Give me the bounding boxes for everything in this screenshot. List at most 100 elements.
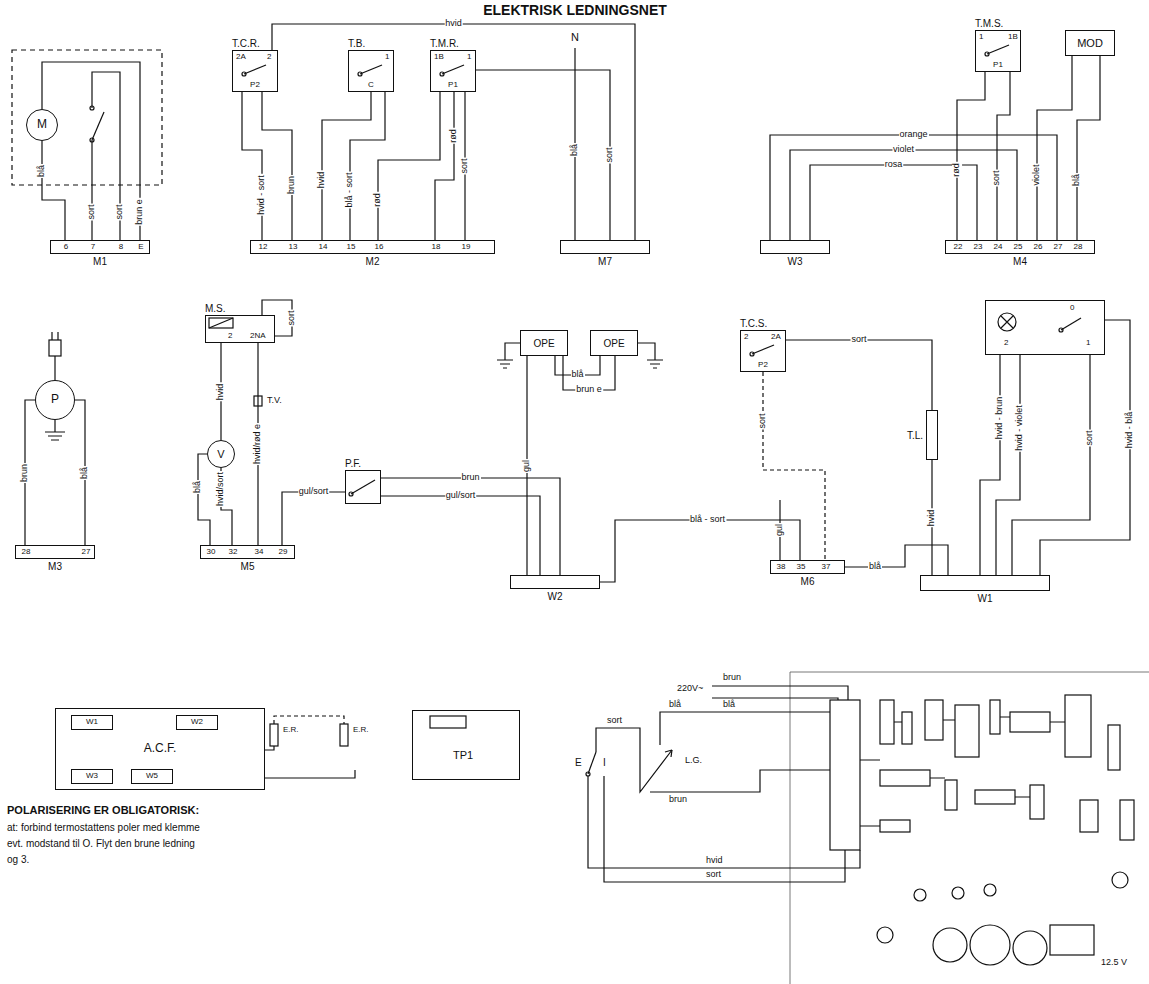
board-component (1120, 800, 1134, 840)
wire-color-label: sort (287, 309, 297, 326)
wire (980, 355, 1000, 575)
board-box: TP1 (412, 710, 520, 780)
wire (996, 355, 1020, 575)
wire (1037, 56, 1072, 240)
switch-contact (358, 72, 362, 76)
board-component (1030, 785, 1044, 819)
wire (650, 770, 830, 792)
wire-color-label: blå (193, 480, 203, 494)
wire-color-label: gul (522, 458, 532, 472)
wire (997, 72, 1010, 240)
pin-number: 22 (954, 243, 963, 252)
part-name: L.G. (684, 756, 703, 766)
wire-color-label: gul/sort (298, 487, 330, 497)
pin-number: 28 (22, 548, 31, 557)
wire-color-label: hvid/sort (216, 471, 226, 507)
note-text: evt. modstand til O. Flyt den brune ledn… (6, 838, 196, 849)
socket-box: W1 (71, 715, 113, 730)
part-name: M3 (48, 561, 62, 572)
ground-symbol (497, 343, 520, 368)
wire (378, 92, 440, 240)
wire-color-label: sort (115, 203, 125, 220)
wire (786, 340, 932, 410)
wire-color-label: blå (1072, 173, 1082, 187)
arrow-head (665, 750, 672, 757)
voltage-label: 220V~ (676, 684, 704, 694)
transformer-symbol (1050, 925, 1094, 955)
thermostat-switch: T.M.S.11BP1 (975, 30, 1021, 72)
voltage-label: 12.5 V (1100, 958, 1128, 968)
pin-number: 6 (64, 243, 68, 252)
wire-color-label: rød (449, 128, 459, 144)
wire (588, 776, 860, 868)
terminal-mark: 1 (385, 53, 389, 62)
wire-color-label: hvid - sort (257, 174, 267, 216)
wire-color-label: hvid/rød e (253, 423, 263, 465)
switch-blade (588, 752, 596, 774)
wire-color-label: violet (892, 145, 915, 155)
wire (91, 140, 92, 240)
socket-box: W5 (131, 769, 173, 784)
wire (381, 496, 540, 575)
wire (381, 478, 560, 575)
terminal-block: M7 (560, 240, 650, 254)
node-label: A.C.F. (144, 742, 177, 755)
diagram-title: ELEKTRISK LEDNINGSNET (483, 2, 667, 18)
pin-number: 12 (259, 243, 268, 252)
wire (242, 92, 262, 240)
terminal-mark: 2A (771, 333, 781, 342)
switch-blade (92, 112, 104, 140)
part-name: M7 (598, 256, 612, 267)
note-text: at: forbind termostattens poler med klem… (6, 822, 201, 833)
part-name: M5 (241, 561, 255, 572)
relay-coil (209, 318, 233, 328)
wire-color-label: brun (287, 175, 297, 195)
terminal-mark: P1 (993, 61, 1003, 70)
wire-color-label: gul (775, 523, 785, 537)
terminal-mark: 2 (228, 332, 232, 341)
wire-color-label: hvid (216, 382, 226, 401)
relay-symbol (970, 925, 1010, 965)
wire (770, 135, 1057, 240)
wire-color-label: sort (460, 157, 470, 174)
terminal-mark: P2 (250, 81, 260, 90)
pin-number: 27 (1054, 243, 1063, 252)
wire-color-label: rød (373, 192, 383, 208)
node-label: P (51, 393, 59, 406)
wire (1040, 320, 1130, 575)
wire (350, 92, 385, 240)
electrode-box: OPE (520, 330, 568, 356)
terminal-block: M422232425262728 (945, 240, 1095, 254)
node-label: OPE (603, 338, 624, 349)
motor-symbol: M (26, 109, 58, 141)
electrode-box: OPE (590, 330, 638, 356)
board-component (902, 712, 912, 744)
wire (790, 150, 1017, 240)
wire-color-label: hvid (444, 19, 463, 29)
wire-color-label: blå (37, 163, 47, 177)
wire (604, 776, 845, 882)
switch-blade (360, 65, 382, 74)
relay-symbol (1013, 931, 1047, 965)
socket-box: W2 (176, 715, 218, 730)
terminal-mark: 1 (979, 33, 983, 42)
pin-number: 25 (1014, 243, 1023, 252)
wire-color-label: sort (1085, 429, 1095, 446)
board-component (955, 705, 979, 757)
pin-number: 24 (994, 243, 1003, 252)
pin-number: 34 (255, 548, 264, 557)
board-component (1010, 712, 1050, 732)
switch-contact (440, 72, 444, 76)
board-box: A.C.F. W1 W2W3 W5 (55, 708, 265, 790)
board-component (952, 887, 964, 899)
resistor-symbol (340, 724, 348, 746)
part-name: T.B. (348, 38, 365, 49)
socket-box: W3 (71, 769, 113, 784)
pin-number: 38 (777, 563, 786, 572)
wire-color-label: hvid - blå (1125, 411, 1135, 450)
pin-number: E (138, 243, 143, 252)
wire-color-label: sort (758, 412, 768, 429)
wire-color-label: hvid - brun (995, 395, 1005, 440)
